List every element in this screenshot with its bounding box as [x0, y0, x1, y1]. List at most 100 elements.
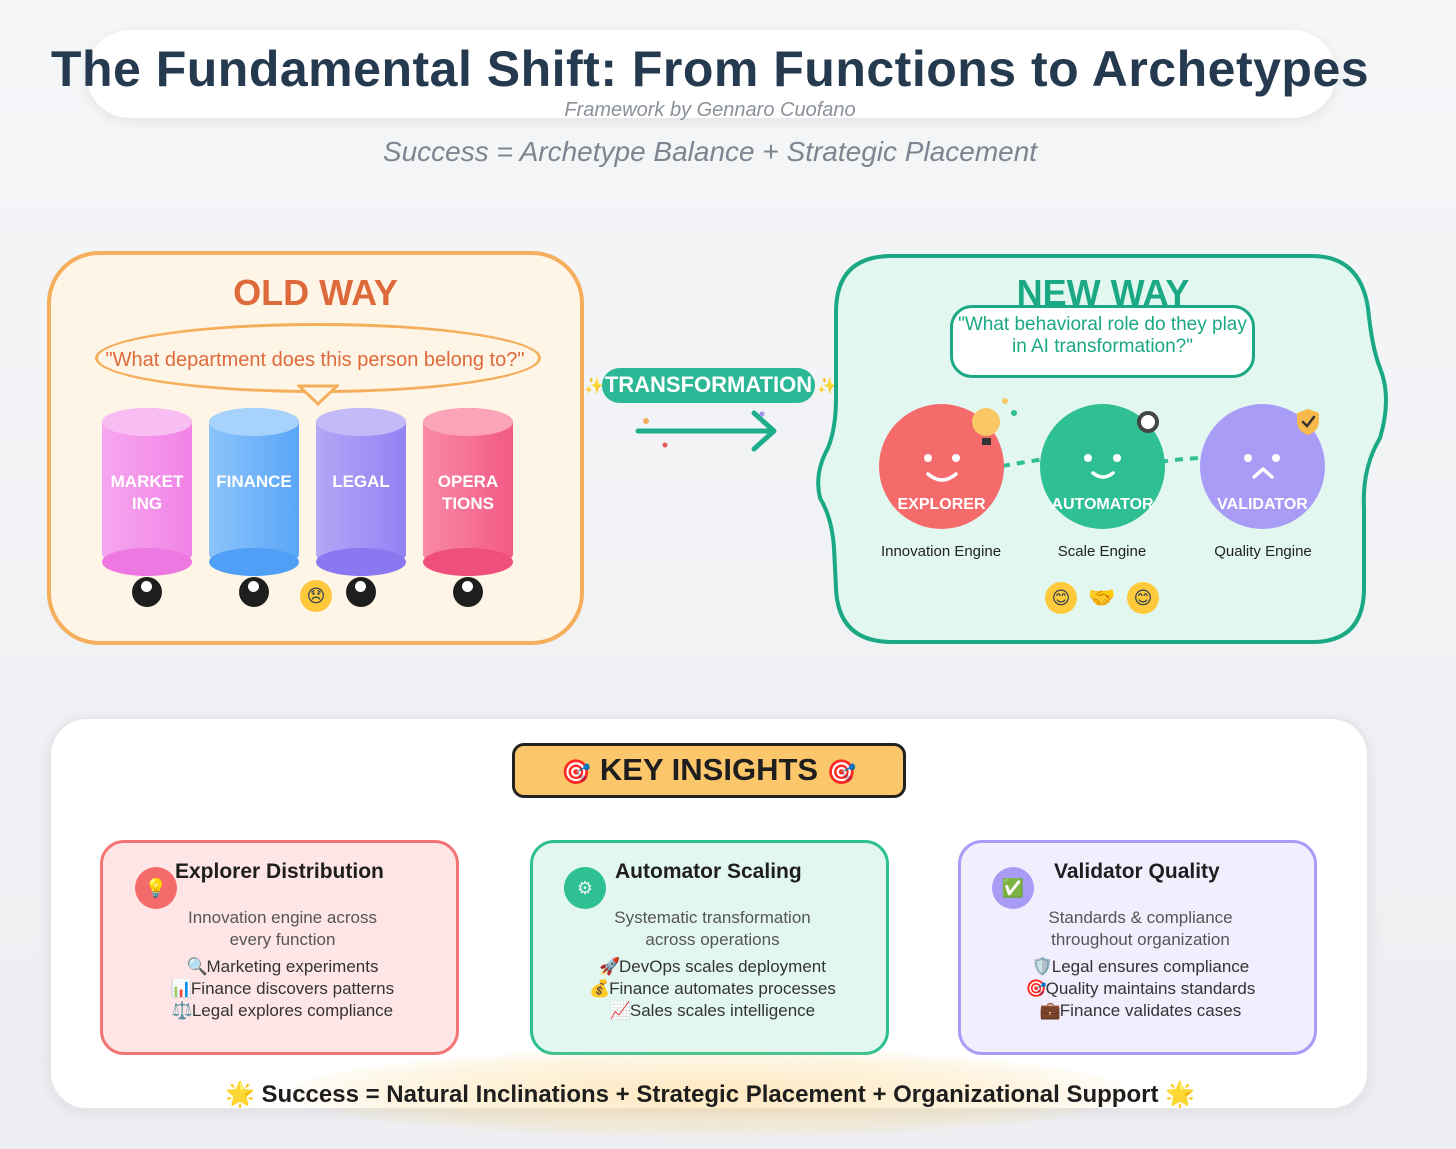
eye-icon [1244, 454, 1252, 462]
success-formula: Success = Archetype Balance + Strategic … [382, 136, 1038, 167]
archetype-name: VALIDATOR [1217, 496, 1308, 513]
description-line2: throughout organization [1051, 930, 1230, 949]
list-item-text: Marketing experiments [206, 957, 379, 976]
money-bag-icon: 💰 [589, 979, 611, 998]
speech-bubble-tail [297, 384, 339, 406]
star-icon: 🌟 [224, 1081, 255, 1108]
list-item: ⚖️Legal explores compliance [103, 1000, 462, 1022]
eye-icon [453, 577, 483, 607]
new-way-question: "What behavioral role do they play in AI… [950, 314, 1255, 358]
bar-chart-icon: 📊 [170, 979, 193, 998]
list-item: 🚀DevOps scales deployment [533, 956, 892, 978]
pillar-bottom [423, 548, 513, 576]
lightbulb-base-icon [982, 438, 991, 445]
shield-icon: 🛡️ [1031, 957, 1053, 976]
sparkle-icon: ✨ [817, 378, 837, 395]
description-line2: every function [229, 930, 336, 949]
target-icon: 🎯 [561, 759, 592, 786]
gear-icon [1137, 411, 1159, 433]
list-item: 📊Finance discovers patterns [103, 978, 462, 1000]
happy-face-icon: 😊 [1127, 582, 1159, 614]
magnifier-icon: 🔍 [186, 957, 208, 976]
pillar-top [209, 408, 299, 436]
footer-formula-text: Success = Natural Inclinations + Strateg… [261, 1081, 1159, 1108]
checkbox-icon: ✅ [992, 867, 1034, 909]
insight-card-description: Systematic transformation across operati… [533, 907, 892, 951]
insight-card-automator: ⚙ Automator Scaling Systematic transform… [530, 840, 889, 1055]
list-item-text: Finance automates processes [609, 979, 836, 998]
briefcase-icon: 💼 [1039, 1001, 1061, 1020]
key-insights-label: KEY INSIGHTS [599, 752, 819, 787]
eye-icon [346, 577, 376, 607]
eye-icon [1272, 454, 1280, 462]
new-way-question-line2: in AI transformation?" [1011, 336, 1193, 357]
pillar-label-line1: LEGAL [332, 472, 390, 491]
footer-glow [290, 1048, 1130, 1138]
eye-icon [1084, 454, 1092, 462]
rocket-icon: 🚀 [599, 957, 621, 976]
chevron-up-icon [1252, 467, 1274, 479]
lightbulb-icon: 💡 [135, 867, 177, 909]
lightbulb-icon [972, 408, 1000, 436]
old-way-question: "What department does this person belong… [105, 349, 525, 371]
pillar-bottom [102, 548, 192, 576]
insight-card-explorer: 💡 Explorer Distribution Innovation engin… [100, 840, 459, 1055]
scales-icon: ⚖️ [171, 1001, 194, 1020]
sparkle-icon: ✨ [584, 378, 604, 395]
pillar-top [423, 408, 513, 436]
department-pillar-operations: OPERA TIONS [423, 408, 513, 576]
footer-formula: 🌟 Success = Natural Inclinations + Strat… [0, 1080, 1420, 1109]
sad-face-icon: 😞 [300, 580, 332, 612]
smile-icon [926, 472, 958, 482]
transformation-pill [602, 368, 815, 403]
page-title: The Fundamental Shift: From Functions to… [50, 41, 1370, 97]
pillar-bottom [209, 548, 299, 576]
list-item: 🛡️Legal ensures compliance [961, 956, 1320, 978]
star-icon: 🌟 [1165, 1081, 1196, 1108]
insight-card-title: Explorer Distribution [175, 860, 384, 883]
archetype-engine-label: Scale Engine [1057, 543, 1147, 560]
archetype-engine-label: Innovation Engine [880, 543, 1002, 560]
list-item-text: Legal explores compliance [191, 1001, 394, 1020]
framework-credit: Framework by Gennaro Cuofano [564, 99, 856, 121]
list-item: 📈Sales scales intelligence [533, 1000, 892, 1022]
insight-card-description: Standards & compliance throughout organi… [961, 907, 1320, 951]
department-pillar-marketing: MARKET ING [102, 408, 192, 576]
pillar-label-line2: ING [131, 494, 163, 513]
key-insights-badge [512, 743, 906, 798]
title-pill [86, 30, 1336, 118]
insight-card-list: 🛡️Legal ensures compliance 🎯Quality main… [961, 956, 1320, 1022]
transformation-arrow-icon [635, 410, 777, 452]
transformation-label: TRANSFORMATION [604, 372, 813, 397]
pillar-label-line1: FINANCE [216, 472, 292, 491]
happy-face-icon: 😊 [1045, 582, 1077, 614]
list-item-text: Finance validates cases [1059, 1001, 1242, 1020]
department-pillar-finance: FINANCE [209, 408, 299, 576]
eye-icon [924, 454, 932, 462]
list-item: 💰Finance automates processes [533, 978, 892, 1000]
insight-card-list: 🚀DevOps scales deployment 💰Finance autom… [533, 956, 892, 1022]
new-way-question-line1: "What behavioral role do they play [958, 314, 1247, 335]
description-line1: Innovation engine across [187, 908, 378, 927]
new-way-question-box [950, 305, 1255, 378]
list-item-text: Sales scales intelligence [629, 1001, 816, 1020]
insight-card-title: Validator Quality [1054, 860, 1220, 883]
eye-icon [952, 454, 960, 462]
description-line2: across operations [645, 930, 780, 949]
description-line1: Systematic transformation [614, 908, 811, 927]
shield-check-icon [1297, 409, 1319, 435]
pillar-bottom [316, 548, 406, 576]
eye-icon [239, 577, 269, 607]
handshake-icon: 🤝 [1088, 585, 1116, 610]
list-item-text: Quality maintains standards [1045, 979, 1256, 998]
target-icon: 🎯 [826, 759, 857, 786]
key-insights-title: 🎯 KEY INSIGHTS 🎯 [512, 752, 906, 788]
list-item-text: Legal ensures compliance [1051, 957, 1250, 976]
pillar-top [102, 408, 192, 436]
department-pillar-legal: LEGAL [316, 408, 406, 576]
archetype-name: AUTOMATOR [1051, 496, 1154, 513]
target-icon: 🎯 [1025, 979, 1047, 998]
list-item-text: Finance discovers patterns [190, 979, 395, 998]
gear-icon: ⚙ [564, 867, 606, 909]
archetype-name: EXPLORER [897, 496, 986, 513]
